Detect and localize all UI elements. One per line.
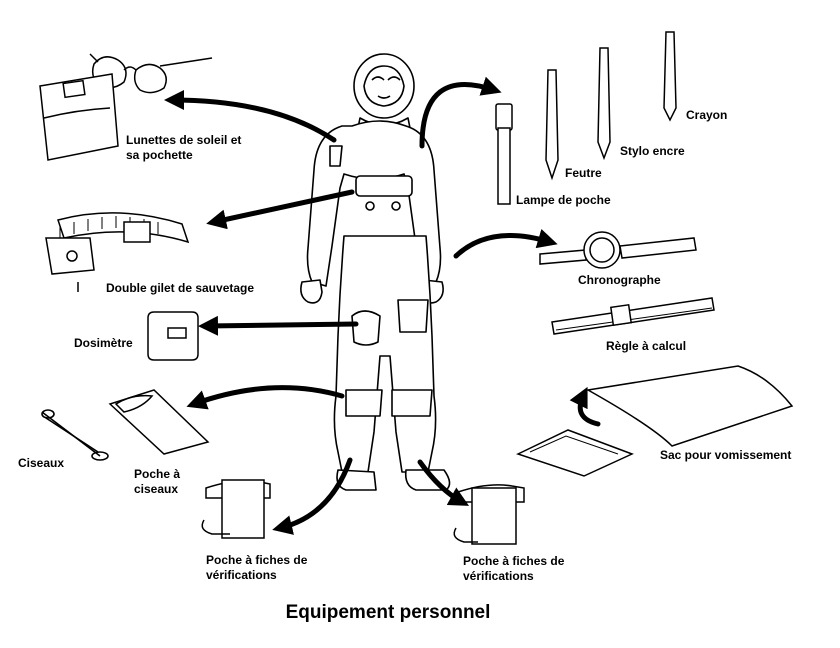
vomit-bag xyxy=(516,365,794,477)
life-vest xyxy=(45,212,190,292)
label-pencil: Crayon xyxy=(686,108,727,123)
label-felt-pen-line1: Feutre xyxy=(565,166,602,180)
label-flashlight: Lampe de poche xyxy=(516,193,611,208)
label-life-vest: Double gilet de sauvetage xyxy=(106,281,254,296)
label-ink-pen: Stylo encre xyxy=(620,144,685,159)
label-checklist-left-line2: vérifications xyxy=(206,568,277,582)
label-slide-rule: Règle à calcul xyxy=(606,339,686,354)
label-sunglasses: Lunettes de soleil et sa pochette xyxy=(126,133,241,163)
scissors-pouch xyxy=(108,389,210,455)
sunglasses-and-pouch xyxy=(39,53,213,161)
label-pencil-line1: Crayon xyxy=(686,108,728,122)
label-scissors-pouch-line1: Poche à xyxy=(134,467,181,481)
flashlight xyxy=(495,103,513,205)
label-ink-pen-line1: Stylo encre xyxy=(620,144,685,158)
connector-arrows xyxy=(164,76,601,535)
scissors xyxy=(41,409,109,461)
slide-rule xyxy=(551,297,715,335)
label-checklist-right-line1: Poche à fiches de xyxy=(463,554,565,568)
label-vomit-bag-line1: Sac pour vomissement xyxy=(660,448,792,462)
label-vomit-bag: Sac pour vomissement xyxy=(660,448,791,463)
label-checklist-left-line1: Poche à fiches de xyxy=(206,553,308,567)
label-sunglasses-line2: sa pochette xyxy=(126,148,193,162)
label-scissors-pouch-line2: ciseaux xyxy=(134,482,179,496)
diagram-title: Equipement personnel xyxy=(285,602,491,623)
label-scissors: Ciseaux xyxy=(18,456,64,471)
checklist-pocket-right xyxy=(453,484,525,545)
astronaut-figure xyxy=(300,53,451,491)
checklist-pocket-left xyxy=(201,479,271,539)
label-scissors-line1: Ciseaux xyxy=(18,456,65,470)
ink-pen xyxy=(597,47,611,161)
label-dosimeter: Dosimètre xyxy=(74,336,133,351)
label-chronograph: Chronographe xyxy=(578,273,661,288)
label-felt-pen: Feutre xyxy=(565,166,602,181)
label-scissors-pouch: Poche à ciseaux xyxy=(134,467,180,497)
felt-pen xyxy=(545,69,559,181)
dosimeter xyxy=(147,311,199,361)
label-flashlight-line1: Lampe de poche xyxy=(516,193,611,207)
label-sunglasses-line1: Lunettes de soleil et xyxy=(126,133,242,147)
label-checklist-pocket-right: Poche à fiches de vérifications xyxy=(463,554,564,584)
label-chronograph-line1: Chronographe xyxy=(578,273,661,287)
label-dosimeter-line1: Dosimètre xyxy=(74,336,133,350)
label-checklist-right-line2: vérifications xyxy=(463,569,534,583)
label-slide-rule-line1: Règle à calcul xyxy=(606,339,687,353)
label-checklist-pocket-left: Poche à fiches de vérifications xyxy=(206,553,307,583)
chronograph xyxy=(539,231,697,269)
pencil xyxy=(663,31,677,122)
label-life-vest-line1: Double gilet de sauvetage xyxy=(106,281,255,295)
